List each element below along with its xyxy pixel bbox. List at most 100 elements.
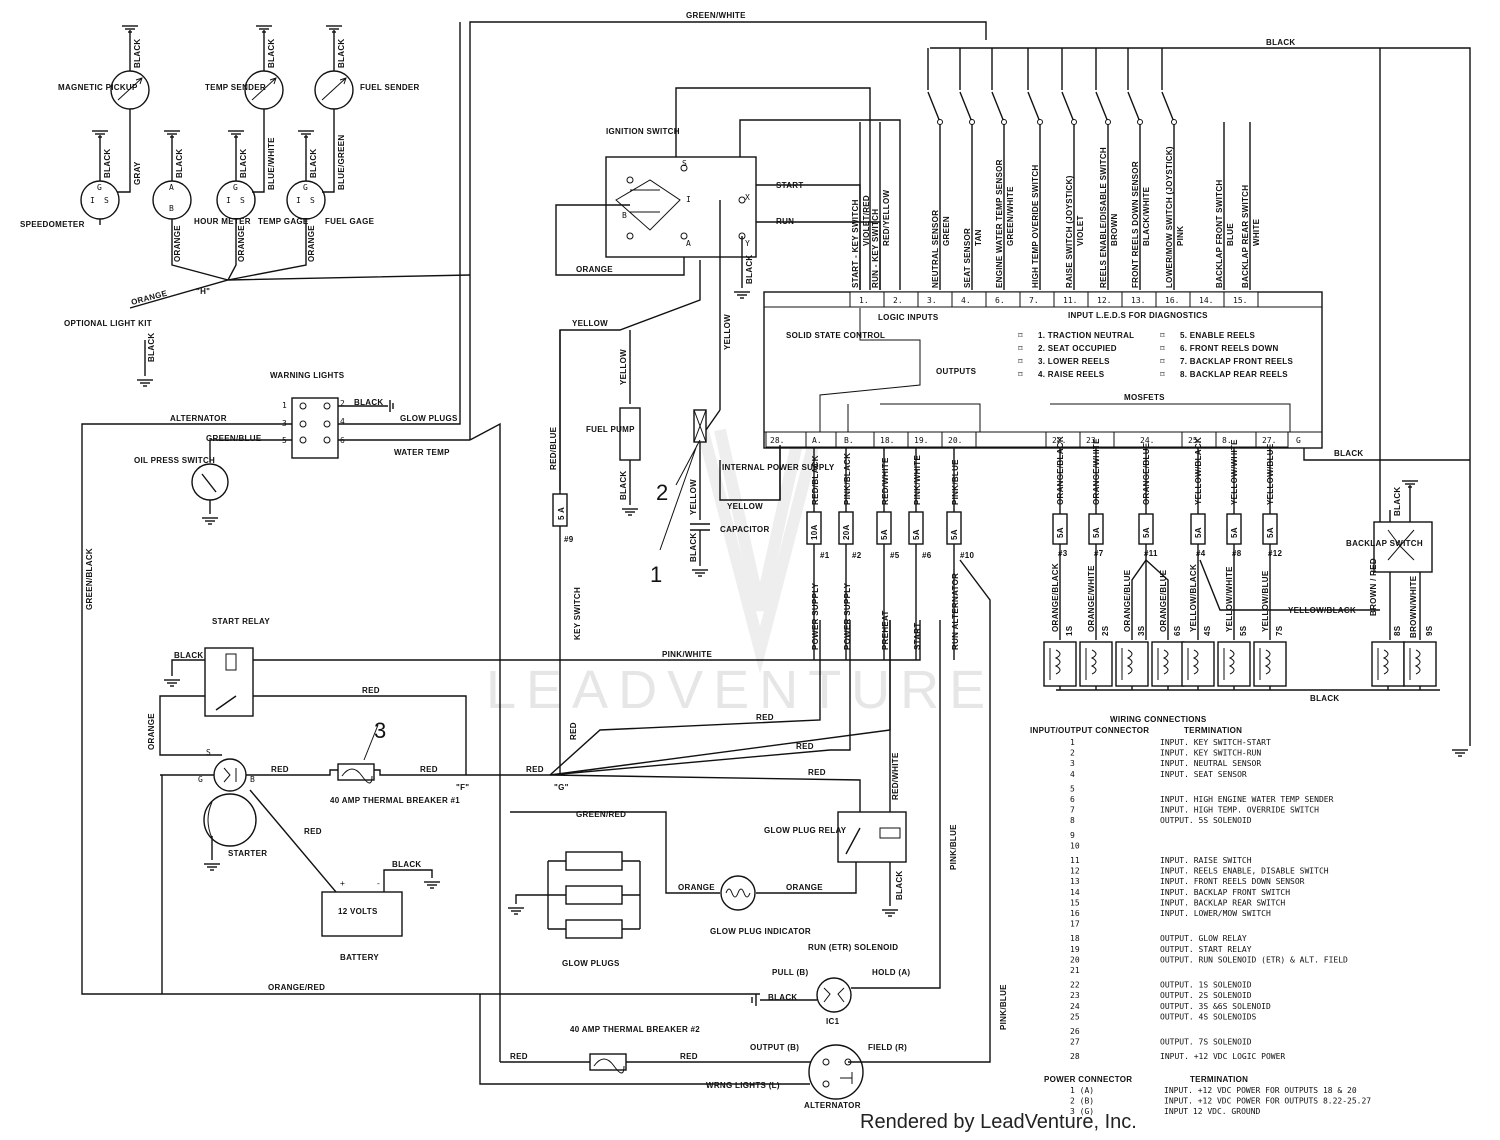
glow-plug-relay[interactable]: GLOW PLUG RELAY RED/WHITE BLACK <box>764 620 907 917</box>
fuse-number: #5 <box>890 551 900 560</box>
wiring-connector-number: 6 <box>1070 795 1075 804</box>
wiring-termination: INPUT. +12 VDC LOGIC POWER <box>1160 1052 1285 1061</box>
input-switch-contact <box>1137 119 1143 125</box>
input-color-label: VIOLET <box>1076 215 1085 246</box>
svg-text:ORANGE: ORANGE <box>237 225 246 262</box>
input-color-label: PINK <box>1176 226 1185 246</box>
svg-text:PINK/BLUE: PINK/BLUE <box>999 984 1008 1030</box>
ssc-top-pin-label: 1. <box>859 296 869 305</box>
diagnostic-led-label: 8. BACKLAP REAR REELS <box>1180 370 1288 379</box>
svg-text:X: X <box>745 193 750 202</box>
input-color-label: BROWN <box>1110 213 1119 246</box>
svg-text:YELLOW: YELLOW <box>572 319 608 328</box>
svg-text:BLACK: BLACK <box>309 149 318 179</box>
solenoid-wire-color: ORANGE/BLUE <box>1123 569 1132 632</box>
svg-text:BLACK: BLACK <box>354 398 384 407</box>
svg-text:GREEN/RED: GREEN/RED <box>576 810 626 819</box>
wiring-termination: INPUT. HIGH TEMP. OVERRIDE SWITCH <box>1160 806 1319 815</box>
input-name-label: FRONT REELS DOWN SENSOR <box>1131 161 1140 288</box>
wiring-connector-number: 2 <box>1070 749 1075 758</box>
fuse-rating: 10A <box>810 524 819 540</box>
svg-text:KEY SWITCH: KEY SWITCH <box>573 587 582 640</box>
capacitor-label: CAPACITOR <box>720 525 770 534</box>
ssc-top-pin-label: 16. <box>1165 296 1179 305</box>
ignition-switch[interactable]: IGNITION SWITCH S B I A X Y START RUN <box>605 127 804 258</box>
svg-text:GREEN/BLACK: GREEN/BLACK <box>85 548 94 610</box>
input-switch-icon <box>1095 48 1109 123</box>
wiring-connector-number: 17 <box>1070 920 1080 929</box>
svg-text:OUTPUTS: OUTPUTS <box>936 367 977 376</box>
ssc-top-pin-label: 13. <box>1131 296 1145 305</box>
ssc-bottom-pin-label: 19. <box>914 436 928 445</box>
backlap-switch[interactable]: BACKLAP SWITCH BLACK BROWN / RED BROWN/W… <box>1346 48 1433 640</box>
svg-text:B: B <box>622 211 627 220</box>
diagnostic-led-label: 1. TRACTION NEUTRAL <box>1038 331 1134 340</box>
svg-text:ORANGE: ORANGE <box>130 289 168 307</box>
power-connector-pin: 2 (B) <box>1070 1096 1094 1105</box>
svg-text:PINK/BLUE: PINK/BLUE <box>949 824 958 870</box>
diagnostic-led-icon: ⌑ <box>1160 331 1165 340</box>
fuse-rating: 5A <box>912 529 921 540</box>
ssc-title: SOLID STATE CONTROL <box>786 331 885 340</box>
svg-text:YELLOW: YELLOW <box>727 502 763 511</box>
solenoid-wire-color: YELLOW/BLACK <box>1189 564 1198 632</box>
svg-text:BLACK: BLACK <box>133 39 142 69</box>
svg-text:RED: RED <box>808 768 826 777</box>
power-connector-termination: INPUT. +12 VDC POWER FOR OUTPUTS 18 & 20 <box>1164 1086 1357 1095</box>
diagnostic-led-icon: ⌑ <box>1160 344 1165 353</box>
svg-text:40 AMP THERMAL BREAKER #1: 40 AMP THERMAL BREAKER #1 <box>330 796 460 805</box>
temp-gage-label: TEMP GAGE <box>258 217 309 226</box>
svg-text:BLACK: BLACK <box>337 39 346 69</box>
fuse-number: #4 <box>1196 549 1206 558</box>
ssc-bottom-pin-label: 23. <box>1086 436 1100 445</box>
svg-text:RED: RED <box>271 765 289 774</box>
svg-text:WIRING CONNECTIONS: WIRING CONNECTIONS <box>1110 715 1207 724</box>
wiring-termination: OUTPUT. 1S SOLENOID <box>1160 981 1252 990</box>
svg-text:BACKLAP SWITCH: BACKLAP SWITCH <box>1346 539 1423 548</box>
svg-text:ORANGE: ORANGE <box>147 713 156 750</box>
svg-text:BLACK: BLACK <box>1334 449 1364 458</box>
diagnostic-led-icon: ⌑ <box>1160 357 1165 366</box>
solenoid-wire-color: ORANGE/BLACK <box>1051 563 1060 632</box>
ssc-bottom-pins: 28.A.B.18.19.20.22.23.24.25.8.27.G <box>765 431 1301 448</box>
solenoid-wire-color: YELLOW/WHITE <box>1225 566 1234 632</box>
warning-water-temp-label: WATER TEMP <box>394 448 450 457</box>
svg-text:RED: RED <box>796 742 814 751</box>
solenoid-coil-icon <box>1403 641 1437 687</box>
svg-text:#9: #9 <box>564 535 574 544</box>
ssc-top-pin-label: 6. <box>995 296 1005 305</box>
ssc-bottom-pin-label: B. <box>844 436 854 445</box>
diagnostic-led-icon: ⌑ <box>1018 357 1023 366</box>
start-relay[interactable]: START RELAY BLACK PINK/WHITE RED ORANGE <box>147 617 921 775</box>
svg-text:WARNING LIGHTS: WARNING LIGHTS <box>270 371 345 380</box>
fuse-wire-color: ORANGE/BLUE <box>1142 442 1151 505</box>
svg-text:PULL (B): PULL (B) <box>772 968 809 977</box>
svg-text:BROWN/WHITE: BROWN/WHITE <box>1409 575 1418 638</box>
solid-state-control: 1.2.3.4.6.7.11.12.13.16.14.15. 28.A.B.18… <box>763 291 1323 449</box>
svg-text:2: 2 <box>340 399 345 408</box>
wiring-connector-number: 8 <box>1070 816 1075 825</box>
callout-3: 3 <box>374 718 386 743</box>
svg-text:BLUE/WHITE: BLUE/WHITE <box>267 137 276 190</box>
svg-text:12 VOLTS: 12 VOLTS <box>338 907 378 916</box>
diagnostic-led-label: 7. BACKLAP FRONT REELS <box>1180 357 1293 366</box>
temp-sender-label: TEMP SENDER <box>205 83 266 92</box>
fuse-wire-color: YELLOW/WHITE <box>1230 439 1239 505</box>
fuel-sender-icon <box>314 70 354 110</box>
ssc-bottom-pin <box>1255 431 1289 448</box>
svg-text:YELLOW: YELLOW <box>689 479 698 515</box>
wiring-connector-number: 27 <box>1070 1038 1080 1047</box>
output-fuses-right: 5AORANGE/BLACK#35AORANGE/WHITE#75AORANGE… <box>1052 436 1282 640</box>
wiring-connector-number: 15 <box>1070 898 1080 907</box>
wiring-termination: INPUT. BACKLAP FRONT SWITCH <box>1160 888 1290 897</box>
svg-text:BLACK: BLACK <box>267 39 276 69</box>
svg-text:BATTERY: BATTERY <box>340 953 379 962</box>
svg-text:INTERNAL POWER SUPPLY: INTERNAL POWER SUPPLY <box>722 463 835 472</box>
svg-text:GREEN/BLUE: GREEN/BLUE <box>206 434 262 443</box>
svg-text:INPUT/OUTPUT CONNECTOR: INPUT/OUTPUT CONNECTOR <box>1030 726 1149 735</box>
solenoid-coil-icon <box>1253 641 1287 687</box>
wiring-connector-number: 23 <box>1070 991 1080 1000</box>
svg-text:-: - <box>376 879 381 888</box>
wiring-connections-table: WIRING CONNECTIONS INPUT/OUTPUT CONNECTO… <box>1030 715 1371 1116</box>
